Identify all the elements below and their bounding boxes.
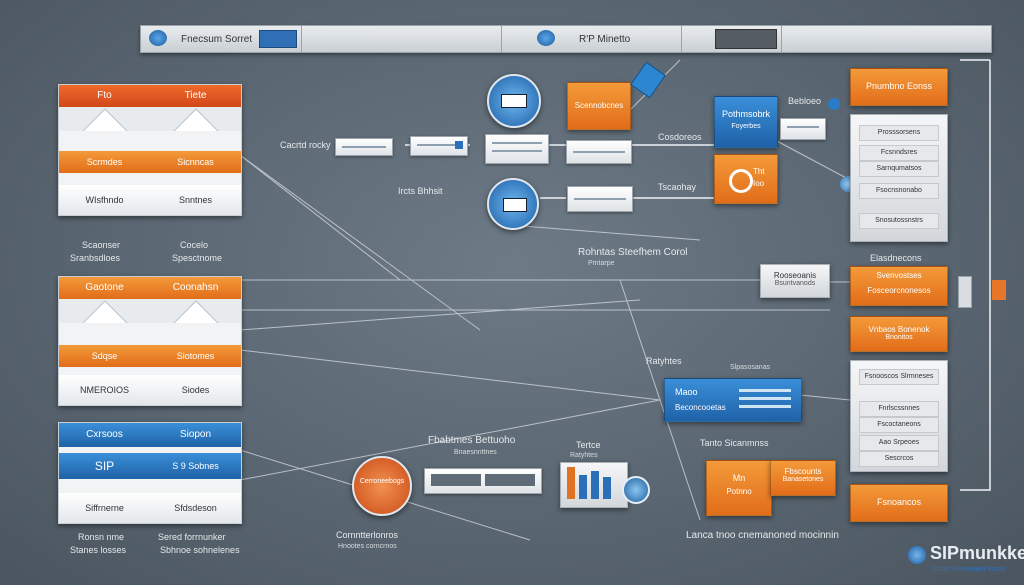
connector-icon: [992, 280, 1006, 300]
plug-icon: [958, 276, 972, 308]
left-label-a: Scaonser: [82, 240, 121, 250]
right-orange-box-3[interactable]: Fsnoancos: [850, 484, 948, 522]
right-gray-panel-1[interactable]: Prosssorsens Fcsnndsres Sarnqumatsos Fso…: [850, 114, 948, 242]
card3-caption: Cxrsoos Siopon: [59, 423, 241, 447]
card3-footer: Siffrnerne Sfdsdeson: [59, 493, 241, 523]
app-icon: [537, 30, 555, 46]
right-mid-label: Elasdnecons: [870, 253, 922, 263]
toolbar-chip: [259, 30, 297, 48]
node-circle-bottom[interactable]: Cerroneebogs: [352, 456, 412, 516]
row1-label: Cacrtd rocky: [280, 140, 331, 150]
chart-box[interactable]: [560, 462, 628, 508]
device-icon: [715, 29, 777, 49]
card2-caption: Gaotone Coonahsn: [59, 277, 241, 299]
bottom-left-label-c: Sered forrnunker: [158, 532, 226, 542]
network-icon: [622, 476, 650, 504]
card1-caption: Fto Tiete: [59, 85, 241, 107]
bottom-left-label-a: Ronsn nme: [78, 532, 125, 542]
right-row1-label: Cosdoreos: [658, 132, 702, 142]
circle-sub: Cornntterlonros: [336, 530, 399, 540]
left-card-1[interactable]: Fto Tiete Scrmdes Sicnncas WIsfhndo Snnt…: [58, 84, 242, 216]
bottom-left-label-d: Sbhnoe sohnelenes: [160, 545, 240, 555]
bottom-left-label-b: Stanes losses: [70, 545, 127, 555]
bottom-pill[interactable]: [424, 468, 542, 494]
circle-sub-2: Hnootes corncrnos: [338, 543, 397, 550]
left-label-c: Cocelo: [180, 240, 209, 250]
toolbar-segment-left[interactable]: Fnecsum Sorret: [141, 26, 302, 52]
left-label-b: Sranbsdloes: [70, 253, 121, 263]
system-sub: Pmtarpe: [588, 260, 615, 267]
gray-box-mid[interactable]: Rooseoanis Bsuntvanods: [760, 264, 830, 298]
toolbar-mid-label: R'P Minetto: [579, 34, 631, 45]
right-orange-box-1[interactable]: Svenvostses Fosceorcnonesos: [850, 266, 948, 306]
toolbar-segment-mid[interactable]: R'P Minetto: [501, 26, 682, 52]
bottom-title: Fbabtmes Bettuoho: [428, 435, 516, 446]
orange-box-bottom-b[interactable]: Fbscounts Banasetones: [770, 460, 836, 496]
bottom-sub: Bnaesnnttnes: [454, 449, 497, 456]
system-label: Rohntas Steefhem Corol: [578, 247, 688, 258]
orange-box-bottom-a[interactable]: Mn Potnno: [706, 460, 772, 516]
row2-pill[interactable]: [567, 186, 633, 212]
right-top-box[interactable]: Pnumbno Eonss: [850, 68, 948, 106]
orange-box-mid[interactable]: Tht Ioo: [714, 154, 778, 204]
row1-pill-c[interactable]: [485, 134, 549, 164]
card2-band: Sdqse Siotomes: [59, 345, 241, 367]
node-circle-mid[interactable]: [487, 178, 539, 230]
node-circle-top[interactable]: [487, 74, 541, 128]
card2-peak-b: [150, 299, 241, 323]
small-pill[interactable]: [780, 118, 826, 140]
toolbar-segment-right[interactable]: [681, 26, 782, 52]
pointer-label: Ratyhtes: [646, 356, 682, 366]
card3-band: SIP S 9 Sobnes: [59, 453, 241, 479]
brand-name: SIPmunkke: [930, 543, 1024, 563]
row1-pill-d[interactable]: [566, 140, 632, 164]
small-label: Bebloeo: [788, 96, 822, 106]
toolbar-left-label: Fnecsum Sorret: [181, 34, 253, 45]
blue-mid-top: Slpasosanas: [730, 364, 771, 371]
blue-box-top[interactable]: Pothmsobrk Foyerbes: [714, 96, 778, 148]
right-row2-label: Tscaohay: [658, 182, 697, 192]
card1-peak-a: [59, 107, 150, 131]
dot-icon: [828, 98, 840, 110]
bottom-caption: Lanca tnoo cnemanoned mocinnin: [686, 530, 839, 541]
gear-icon: [729, 169, 753, 193]
row2-label: Ircts Bhhsit: [398, 186, 443, 196]
pointer-label-2: Ratyhtes: [570, 452, 598, 459]
card2-footer: NMEROIOS Siodes: [59, 375, 241, 405]
globe-icon: [149, 30, 167, 46]
card1-peak-b: [150, 107, 241, 131]
top-toolbar: Fnecsum Sorret R'P Minetto: [140, 25, 992, 53]
window-icon: [501, 94, 527, 108]
toolbar-segment-blank: [301, 26, 502, 52]
row1-pill-a[interactable]: [335, 138, 393, 156]
brand-sub: Stoas Sineonaan Srsco: [932, 566, 1006, 573]
card1-footer: WIsfhndo Snntnes: [59, 185, 241, 215]
right-gray-panel-2[interactable]: Fsnooscos Slrmneses Fnrlscssnnes Fscocta…: [850, 360, 948, 472]
card1-band: Scrmdes Sicnncas: [59, 151, 241, 173]
card2-peak-a: [59, 299, 150, 323]
orange-box-top[interactable]: Scennobcnes: [567, 82, 631, 130]
brand-logo-icon: [908, 546, 926, 564]
left-card-3[interactable]: Cxrsoos Siopon SIP S 9 Sobnes Siffrnerne…: [58, 422, 242, 524]
left-label-d: Spesctnome: [172, 253, 223, 263]
window-icon-2: [503, 198, 527, 212]
tdbx-label: Tertce: [576, 440, 601, 450]
row1-pill-b[interactable]: [410, 136, 468, 156]
left-card-2[interactable]: Gaotone Coonahsn Sdqse Siotomes NMEROIOS…: [58, 276, 242, 406]
blue-box-mid[interactable]: Maoo Beconcooetas: [664, 378, 802, 422]
pointer-label-3: Tanto Sicanmnss: [700, 438, 769, 448]
right-orange-box-2[interactable]: Vnbaos Bonenok Bnonitos: [850, 316, 948, 352]
